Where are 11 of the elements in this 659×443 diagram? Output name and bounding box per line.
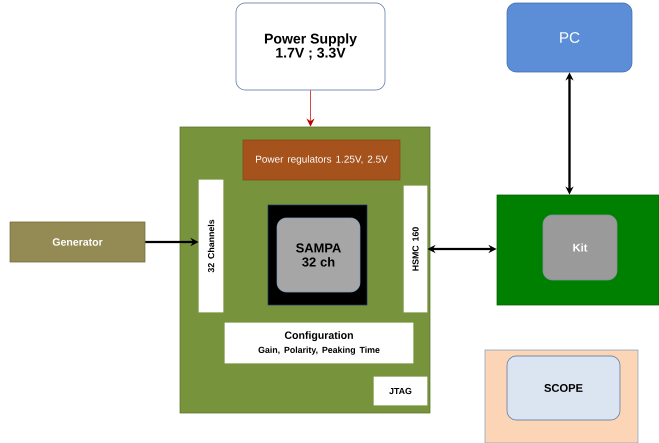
configuration-box: Configuration Gain, Polarity, Peaking Time <box>224 322 414 364</box>
power-supply-box: Power Supply 1.7V ; 3.3V <box>236 2 386 90</box>
generator-box: Generator <box>10 222 146 262</box>
pc-box: PC <box>506 2 632 72</box>
connector-strip: HSMC 160 <box>404 186 428 312</box>
jtag-box: JTAG <box>374 376 428 406</box>
chip-label-box: SAMPA 32 ch <box>276 218 360 292</box>
kit-box: Kit <box>542 214 618 280</box>
channel-connector-strip: 32 Channels <box>198 180 224 312</box>
regulator-box: Power regulators 1.25V, 2.5V <box>242 140 400 180</box>
scope-box: SCOPE <box>506 356 620 420</box>
